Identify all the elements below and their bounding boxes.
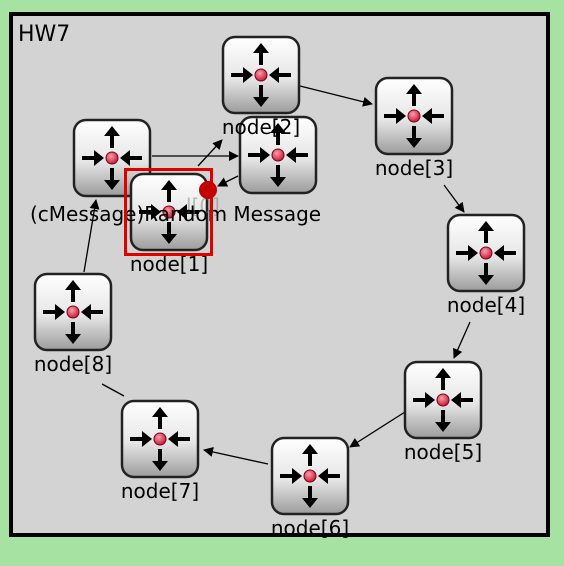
node-2[interactable]: node[2]	[221, 35, 301, 137]
node-label: node[2]	[221, 115, 301, 139]
selection-highlight	[124, 168, 213, 256]
node-4[interactable]: node[4]	[446, 213, 526, 315]
router-icon	[270, 436, 350, 516]
node-5[interactable]: node[5]	[403, 360, 483, 462]
node-3[interactable]: node[3]	[374, 76, 454, 178]
node-label: node[5]	[403, 440, 483, 464]
node-7[interactable]: node[7]	[120, 399, 200, 501]
router-icon	[446, 213, 526, 293]
node-8[interactable]: node[8]	[33, 272, 113, 374]
network-title: HW7	[18, 22, 71, 47]
node-label: node[6]	[270, 516, 350, 540]
node-label: node[4]	[446, 293, 526, 317]
node-label: node[8]	[33, 352, 113, 376]
node-label: node[7]	[120, 479, 200, 503]
message-label: (cMessage)Random Message	[30, 202, 322, 226]
message-dot[interactable]	[199, 181, 217, 199]
node-6[interactable]: node[6]	[270, 436, 350, 538]
router-icon	[374, 76, 454, 156]
node-label: node[1]	[129, 252, 209, 276]
router-icon	[120, 399, 200, 479]
router-icon	[221, 35, 301, 115]
node-1[interactable]: node[1]	[129, 172, 209, 274]
node-label: node[3]	[374, 156, 454, 180]
router-icon	[403, 360, 483, 440]
router-icon	[33, 272, 113, 352]
